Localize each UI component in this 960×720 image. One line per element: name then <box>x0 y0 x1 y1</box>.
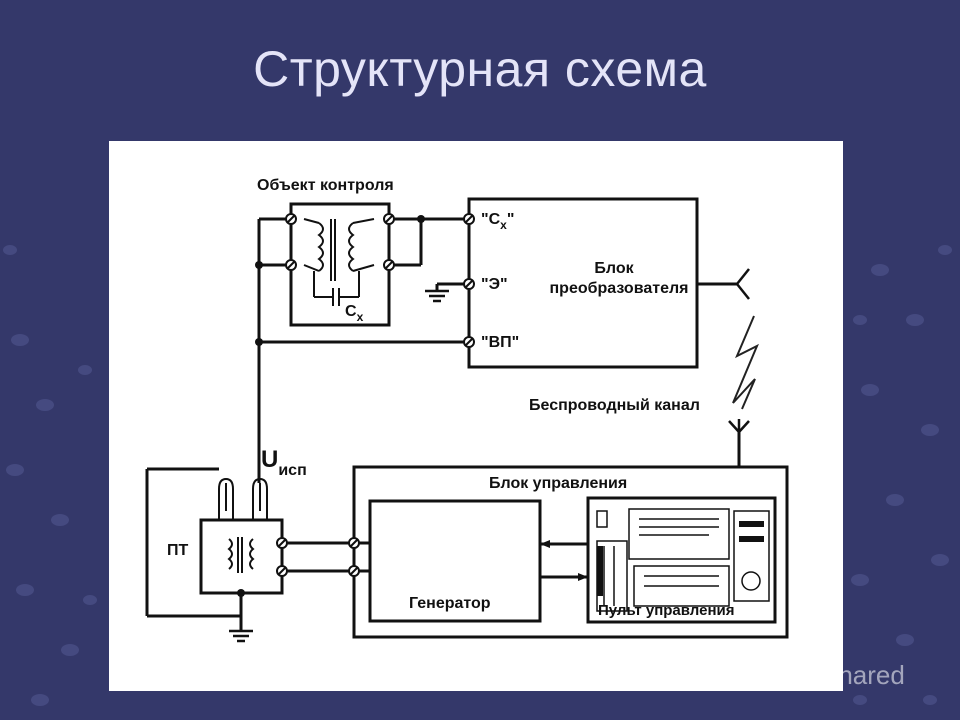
voltage-label: Uисп <box>261 446 307 479</box>
pt-transformer-icon <box>218 477 268 573</box>
block-diagram: Объект контроля Cx "Cx" "Э" "ВП" Блок пр… <box>145 177 789 643</box>
terminal-vp-label: "ВП" <box>481 334 519 351</box>
ground-icon <box>229 289 449 643</box>
control-block-label: Блок управления <box>489 475 627 492</box>
cx-label: Cx <box>345 303 364 324</box>
terminal-cx-label: "Cx" <box>481 211 514 232</box>
converter-label-line2: преобразователя <box>550 280 689 297</box>
generator-label: Генератор <box>409 595 491 612</box>
watermark-text: yShared <box>808 659 905 690</box>
object-box <box>289 202 391 327</box>
pt-label: ПТ <box>167 542 189 559</box>
myshared-logo-icon <box>774 659 802 691</box>
object-label: Объект контроля <box>257 177 394 194</box>
console-box <box>586 496 777 624</box>
terminal-e-label: "Э" <box>481 276 508 293</box>
console-label: Пульт управления <box>598 602 735 619</box>
converter-label-line1: Блок <box>594 260 634 277</box>
antenna-icon <box>728 268 750 433</box>
transformer-icon <box>303 218 375 306</box>
generator-box <box>368 499 542 623</box>
wireless-label: Беспроводный канал <box>529 397 700 414</box>
control-block-box <box>352 465 789 639</box>
watermark: yShared <box>770 655 905 695</box>
diagram-panel: Объект контроля Cx "Cx" "Э" "ВП" Блок пр… <box>109 141 843 691</box>
wireless-link-icon <box>732 315 759 410</box>
slide-title: Структурная схема <box>253 41 707 97</box>
